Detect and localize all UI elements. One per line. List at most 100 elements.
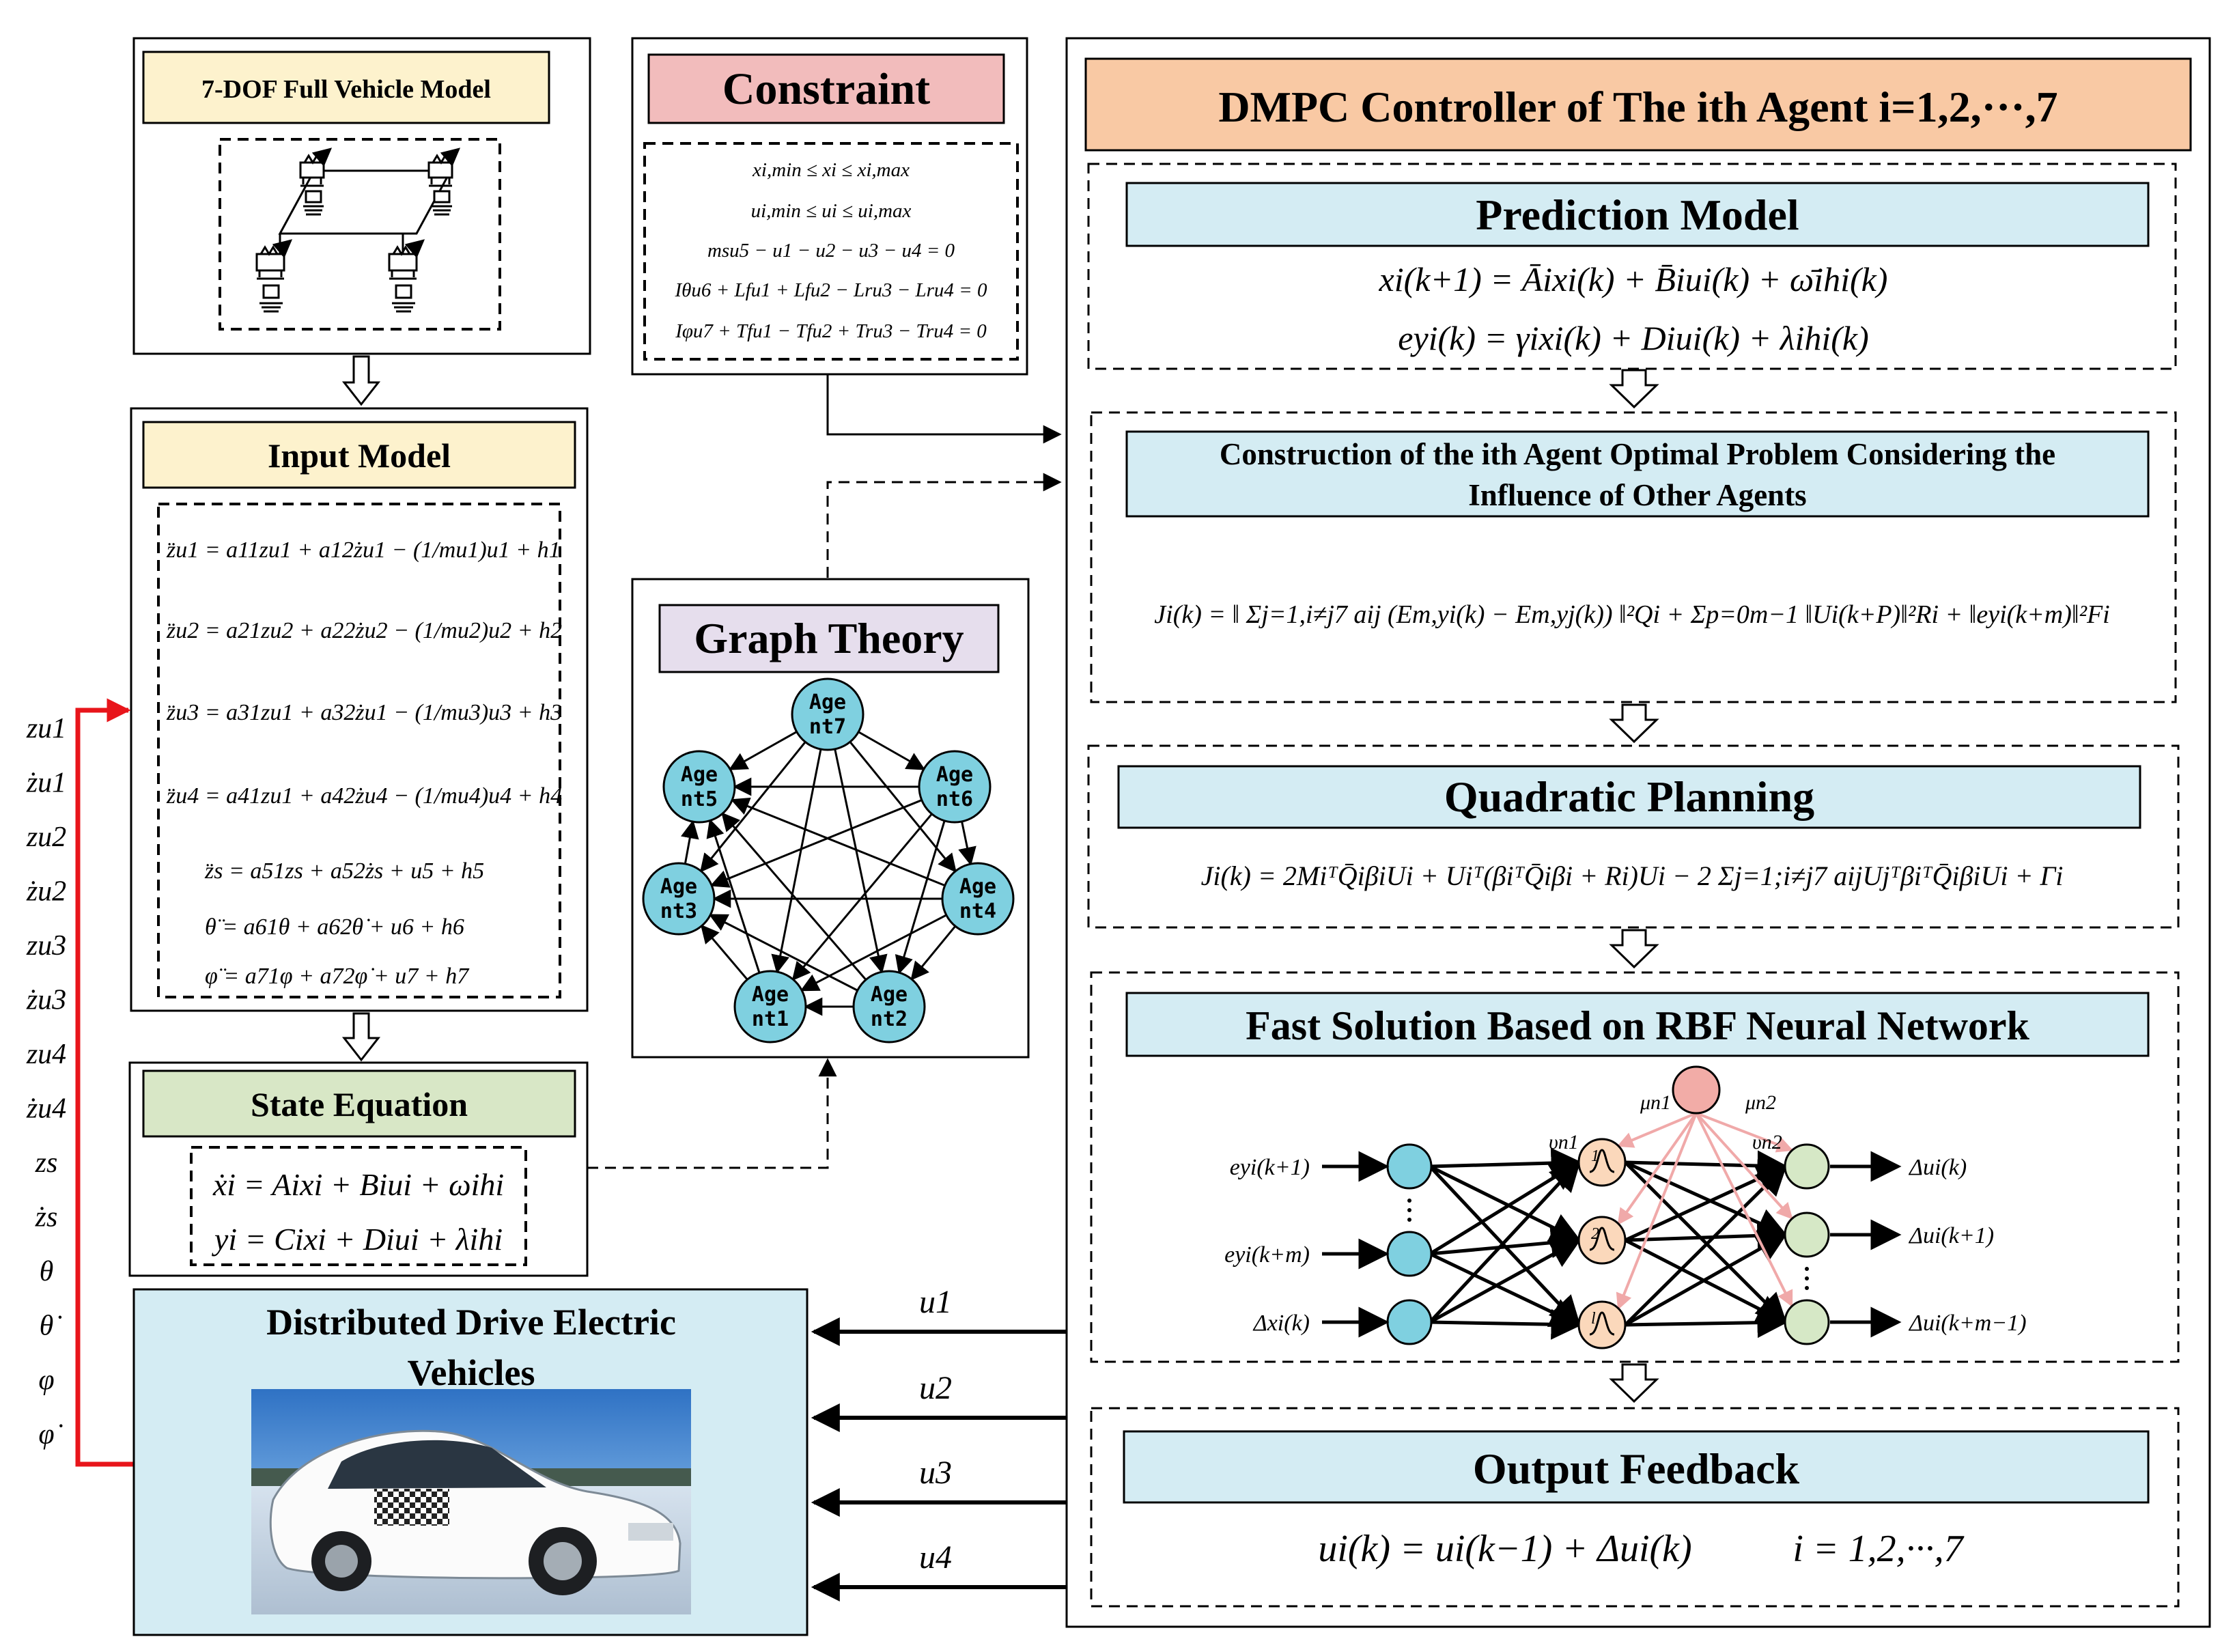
quadratic-title-box [1117,765,2141,829]
output-title-box [1123,1430,2150,1504]
electric-car-photo-icon [251,1389,691,1614]
flow-arrow-icon [341,355,381,406]
state-variable: zs [35,1147,58,1179]
state-equation-2: yi = Cixi + Diui + λihi [212,1222,503,1257]
rbf-input-node [1386,1231,1433,1277]
rbf-input-node [1386,1143,1433,1190]
prediction-equation-1: xi(k+1) = Āixi(k) + B̄iui(k) + ω̄ihi(k) [1379,260,1888,298]
vehicles-panel: Distributed Drive Electric Vehicles u1u2… [132,1284,952,1636]
rbf-edge [1624,1161,1788,1325]
output-index: i = 1,2,···,7 [1793,1528,1964,1570]
rbf-output-label: Δui(k) [1908,1155,1967,1180]
rbf-weight-edge [1695,1112,1793,1220]
graph-edge [673,820,699,882]
input-equation: z̈u1 = a11zu1 + a12żu1 − (1/mu1)u1 + h1 [166,537,561,563]
constraint-equation: Iφu7 + Tfu1 − Tfu2 + Tru3 − Tru4 = 0 [675,320,987,342]
rbf-output-node [1784,1212,1830,1258]
constraint-connector [826,374,1062,444]
rbf-hidden-label: 2 [1591,1225,1599,1243]
construction-title-box [1125,430,2150,518]
rbf-hidden-node [1577,1138,1627,1187]
state-variable: żs [35,1202,58,1233]
constraint-equation: ui,min ≤ ui ≤ ui,max [751,200,912,222]
output-equation: ui(k) = ui(k−1) + Δui(k) [1318,1528,1691,1570]
control-input-label: u3 [919,1455,952,1491]
rbf-input-label: eyi(k+1) [1230,1155,1310,1180]
flow-arrow-icon [1609,1363,1659,1403]
ellipsis-dot [1805,1276,1809,1280]
constraint-title: Constraint [722,64,930,114]
output-title: Output Feedback [1473,1444,1800,1493]
graph-connector [826,473,1062,578]
flow-arrow-icon [1609,369,1659,409]
state-equation-title-box [142,1069,576,1138]
rbf-weight-edge [1616,1112,1697,1148]
rbf-output-label: Δui(k+m−1) [1908,1311,2027,1336]
flow-arrow-icon [1609,703,1659,744]
dmpc-panel: DMPC Controller of The ith Agent i=1,2,·… [1065,37,2211,1628]
constraint-title-box [647,53,1005,124]
flow-arrow-icon [1609,929,1659,969]
state-variable: żu4 [26,1093,66,1125]
input-equation: z̈u3 = a31zu1 + a32żu1 − (1/mu3)u3 + h3 [166,700,562,725]
suspension-schematic-icon [255,148,461,313]
ellipsis-dot [1407,1199,1411,1203]
state-variable: φ̇ [38,1419,62,1451]
construction-title-line2: Influence of Other Agents [1468,478,1806,512]
input-model-title: Input Model [268,436,451,475]
vehicle-model-title: 7-DOF Full Vehicle Model [201,75,491,104]
rbf-hidden-label: l [1591,1310,1596,1328]
rbf-weight-label: μn2 [1745,1091,1776,1114]
ellipsis-dot [1407,1218,1411,1222]
input-model-title-box [142,421,576,489]
graph-node-label: nt4 [959,899,996,923]
ellipsis-dot [1407,1208,1411,1212]
rbf-hidden-node [1577,1300,1627,1349]
state-variable: żu2 [26,876,66,908]
state-variable: φ [38,1364,54,1396]
vehicles-title-line1: Distributed Drive Electric [266,1302,676,1343]
vehicles-title-line2: Vehicles [408,1352,535,1393]
gaussian-icon [1589,1311,1615,1336]
rbf-edge [1429,1238,1582,1324]
state-variable: żu1 [26,768,66,799]
rbf-edge [1624,1233,1788,1327]
rbf-edge [1625,1307,1788,1339]
state-equation-panel: State Equation ẋi = Aixi + Biui + ωihi y… [128,1061,589,1277]
vehicle-model-title-box [142,51,550,124]
graph-node-label: Age [809,690,846,714]
graph-node-label: Age [959,875,996,899]
graph-node-label: Age [660,875,697,899]
gaussian-icon [1589,1149,1615,1173]
rbf-weight-edge [1695,1112,1793,1308]
constraint-equation: xi,min ≤ xi ≤ xi,max [752,159,910,181]
state-variable: zu2 [26,822,66,853]
rbf-input-node [1386,1299,1433,1345]
state-variable: zu3 [26,930,66,962]
quadratic-title: Quadratic Planning [1444,772,1814,821]
rbf-title-box [1125,992,2150,1057]
state-equation-1: ẋi = Aixi + Biui + ωihi [212,1167,504,1202]
prediction-equation-2: eyi(k) = γixi(k) + Diui(k) + λihi(k) [1398,319,1868,357]
rbf-edge [1429,1308,1582,1340]
graph-node-label: nt7 [809,715,846,739]
graph-edge [706,818,774,992]
rbf-weight-edge [1696,1112,1794,1153]
rbf-hidden-label: 1 [1591,1147,1599,1165]
rbf-output-label: Δui(k+1) [1908,1223,1994,1248]
input-equation: θ̈ = a61θ + a62θ̇ + u6 + h6 [205,914,464,940]
rbf-edge [1624,1164,1788,1326]
graph-node-label: nt6 [936,787,973,811]
dmpc-title: DMPC Controller of The ith Agent i=1,2,·… [1218,83,2057,131]
rbf-title: Fast Solution Based on RBF Neural Networ… [1246,1003,2029,1048]
spring-icon [255,239,293,313]
graph-node-label: Age [871,983,908,1007]
state-variable: θ [40,1256,54,1287]
input-model-panel: Input Model z̈u1 = a11zu1 + a12żu1 − (1/… [130,407,589,1012]
